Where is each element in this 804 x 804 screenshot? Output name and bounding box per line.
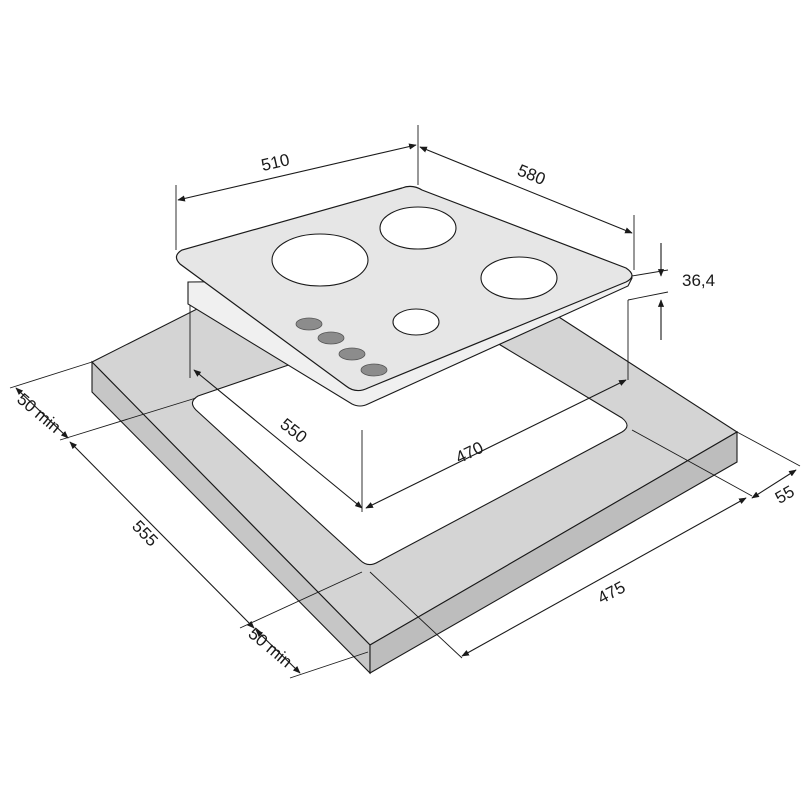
control-knob-icon [338,347,366,361]
label-hob-height: 36,4 [682,271,715,290]
control-knob-icon [360,363,388,377]
label-worktop-depth: 555 [128,517,161,551]
label-worktop-thickness: 55 [772,482,798,508]
dim-line-clearance-back [15,387,69,439]
control-knob-icon [295,317,323,331]
dim-line-clearance-front [255,629,301,674]
label-clearance-front: 50 min [245,624,296,671]
dim-line-worktop-thickness [751,469,797,499]
dim-line-hob-width [177,143,417,202]
dim-line-worktop-width [461,497,747,657]
dimension-lines [9,125,801,679]
hotplate-small-icon [392,308,440,336]
dim-line-worktop-depth [69,441,255,629]
label-hob-depth: 580 [515,161,548,189]
dim-line-hob-depth [419,146,633,234]
hotplate-large-icon [271,233,369,287]
label-worktop-width: 475 [594,578,628,608]
label-hob-width: 510 [259,150,291,175]
dim-line-cutout-width [365,379,627,509]
label-clearance-back: 50 min [13,390,64,437]
hotplate-medium-icon [379,206,457,250]
hotplate-medium-icon [480,256,558,300]
control-knob-icon [317,331,345,345]
dim-line-cutout-depth [193,369,363,509]
